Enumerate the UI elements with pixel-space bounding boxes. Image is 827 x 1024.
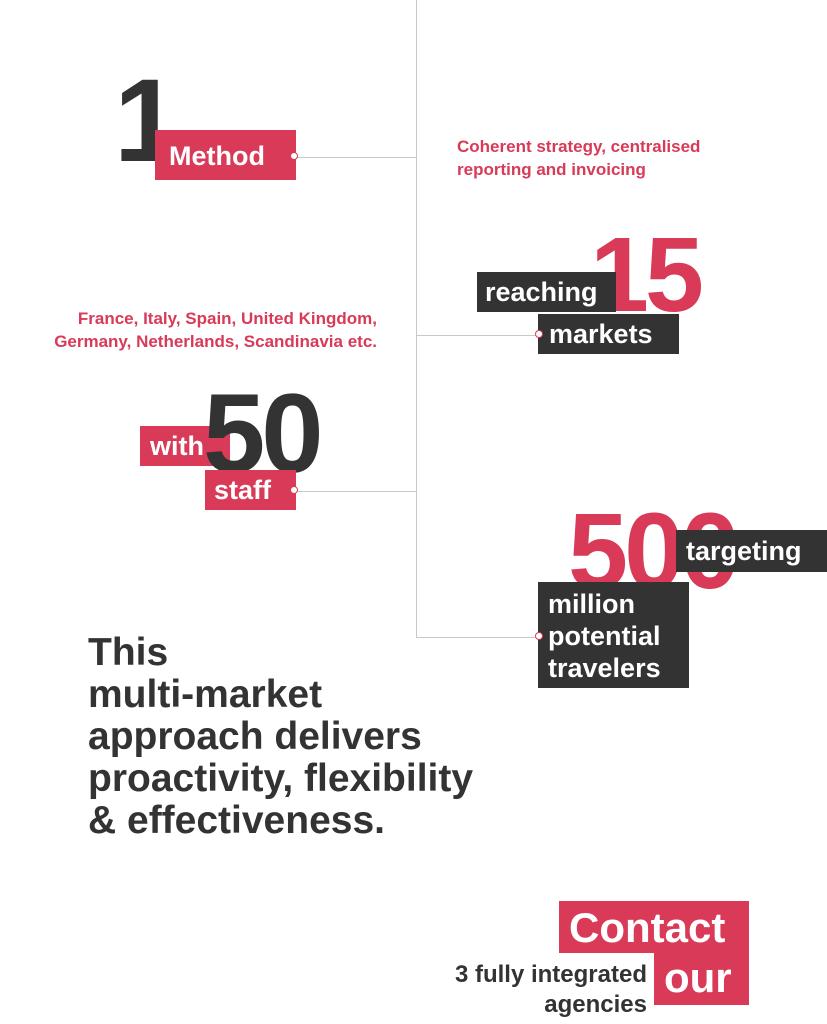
agencies-text: 3 fully integrated agencies bbox=[455, 960, 647, 1020]
connector-markets bbox=[416, 335, 540, 336]
tagline: This multi-market approach delivers proa… bbox=[88, 632, 473, 842]
strategy-note-line: reporting and invoicing bbox=[457, 160, 646, 179]
agencies-text-line: 3 fully integrated bbox=[454, 961, 647, 988]
staff-connector-dot bbox=[290, 486, 298, 494]
strategy-note-line: Coherent strategy, centralised bbox=[457, 137, 701, 156]
travelers-label: million potential travelers bbox=[538, 582, 689, 688]
travelers-connector-dot bbox=[535, 632, 543, 640]
contact-heading[interactable]: Contact bbox=[559, 901, 749, 953]
travelers-label-line: travelers bbox=[548, 653, 661, 683]
staff-prefix: with bbox=[140, 426, 230, 466]
staff-label: staff bbox=[205, 470, 296, 510]
countries-note-line: France, Italy, Spain, United Kingdom, bbox=[77, 309, 377, 328]
markets-prefix: reaching bbox=[477, 272, 616, 312]
countries-note-line: Germany, Netherlands, Scandinavia etc. bbox=[54, 332, 377, 351]
strategy-note: Coherent strategy, centralised reporting… bbox=[457, 135, 700, 181]
tagline-line: This bbox=[88, 631, 169, 674]
tagline-line: & effectiveness. bbox=[88, 799, 385, 842]
vertical-connector-line bbox=[416, 0, 417, 637]
connector-method bbox=[296, 157, 416, 158]
connector-staff bbox=[296, 491, 416, 492]
travelers-label-line: million bbox=[548, 589, 635, 619]
travelers-prefix: targeting bbox=[676, 530, 827, 572]
tagline-line: approach delivers bbox=[88, 715, 422, 758]
tagline-line: proactivity, flexibility bbox=[88, 757, 474, 800]
tagline-line: multi-market bbox=[88, 673, 323, 716]
contact-heading-our[interactable]: our bbox=[654, 953, 749, 1005]
countries-note: France, Italy, Spain, United Kingdom, Ge… bbox=[54, 307, 377, 353]
method-connector-dot bbox=[290, 152, 298, 160]
agencies-text-line: agencies bbox=[544, 991, 647, 1018]
connector-travelers bbox=[416, 637, 540, 638]
method-label: Method bbox=[155, 130, 296, 180]
markets-label: markets bbox=[538, 314, 679, 354]
markets-connector-dot bbox=[535, 330, 543, 338]
travelers-label-line: potential bbox=[548, 621, 661, 651]
